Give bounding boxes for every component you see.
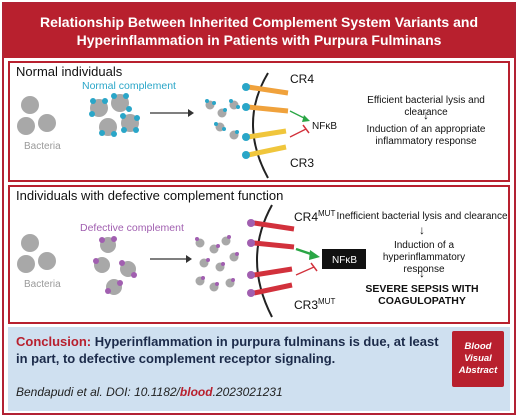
outcome-text-3: SEVERE SEPSIS WITH COAGULOPATHY bbox=[365, 283, 479, 307]
nfkb-box bbox=[322, 249, 366, 269]
cr3-receptor-icon bbox=[242, 144, 287, 159]
cr4-receptor-icon bbox=[242, 83, 289, 96]
cr4-mut-label: CR4MUT bbox=[294, 209, 335, 224]
mutant-cr3-receptor-icon bbox=[247, 282, 293, 297]
cr3-mut-superscript: MUT bbox=[318, 297, 335, 306]
small-bacteria-icon bbox=[195, 235, 239, 292]
outcome-text-2: Induction of an appropriate inflammatory… bbox=[366, 124, 486, 147]
outcome-text-1: Inefficient bacterial lysis and clearanc… bbox=[336, 211, 508, 222]
defective-panel: Individuals with defective complement fu… bbox=[8, 185, 510, 324]
strong-activation-arrow-icon bbox=[295, 247, 320, 260]
conclusion-label: Conclusion: bbox=[16, 334, 92, 349]
cr4-receptor-icon bbox=[242, 103, 289, 114]
mutant-cr4-receptor-icon bbox=[247, 219, 295, 232]
citation: Bendapudi et al. DOI: 10.1182/blood.2023… bbox=[16, 385, 283, 399]
mutant-cr3-receptor-icon bbox=[247, 266, 293, 279]
cr4-label: CR4 bbox=[290, 72, 314, 86]
small-bacteria-icon bbox=[205, 99, 240, 140]
bacteria-label: Bacteria bbox=[24, 279, 61, 290]
down-arrow-icon: ↓ bbox=[419, 223, 425, 237]
badge-line-1: Blood bbox=[464, 341, 492, 352]
inhibition-arrow-icon bbox=[289, 124, 310, 138]
inhibition-arrow-icon bbox=[295, 262, 318, 276]
title-banner: Relationship Between Inherited Complemen… bbox=[4, 4, 514, 58]
defective-panel-illustration: Bacteria Defective complement bbox=[17, 204, 366, 318]
process-arrow-icon bbox=[150, 109, 194, 117]
bacteria-cluster-icon bbox=[17, 234, 56, 273]
conclusion-box: Conclusion: Hyperinflammation in purpura… bbox=[8, 327, 510, 411]
bacteria-cluster-icon bbox=[17, 96, 56, 135]
normal-panel: Normal individuals Bacteria Normal compl… bbox=[8, 61, 510, 182]
opsonized-bacteria-icon bbox=[93, 236, 137, 295]
normal-panel-illustration: Bacteria Normal complement bbox=[17, 72, 337, 179]
cell-membrane-icon bbox=[256, 204, 273, 318]
normal-complement-label: Normal complement bbox=[82, 80, 176, 92]
outcome-text-1: Efficient bacterial lysis and clearance bbox=[367, 95, 485, 118]
cr4-mut-superscript: MUT bbox=[318, 209, 335, 218]
cr3-mut-label: CR3MUT bbox=[294, 297, 335, 312]
normal-panel-heading: Normal individuals bbox=[16, 64, 123, 79]
visual-abstract-badge: Blood Visual Abstract bbox=[452, 331, 504, 387]
mutant-cr4-receptor-icon bbox=[247, 239, 295, 250]
process-arrow-icon bbox=[150, 255, 192, 263]
defective-complement-label: Defective complement bbox=[80, 222, 184, 234]
defective-panel-heading: Individuals with defective complement fu… bbox=[16, 188, 284, 203]
conclusion-body: Hyperinflammation in purpura fulminans i… bbox=[16, 334, 439, 366]
cell-membrane-icon bbox=[252, 72, 269, 179]
nfkb-label: NFκB bbox=[312, 121, 337, 132]
bacteria-label: Bacteria bbox=[24, 141, 61, 152]
page-title: Relationship Between Inherited Complemen… bbox=[40, 14, 478, 48]
down-arrow-icon: ↓ bbox=[419, 266, 425, 280]
cr4-mut-base: CR4 bbox=[294, 210, 318, 224]
cr3-receptor-icon bbox=[242, 128, 287, 141]
activation-arrow-icon bbox=[289, 110, 310, 122]
nfkb-label: NFκB bbox=[332, 255, 357, 266]
outcome-text-2: Induction of a hyperinflammatory respons… bbox=[382, 240, 466, 275]
citation-journal: blood bbox=[179, 385, 213, 399]
citation-prefix: Bendapudi et al. DOI: 10.1182/ bbox=[16, 385, 180, 399]
conclusion-text: Conclusion: Hyperinflammation in purpura… bbox=[16, 333, 446, 367]
down-arrow-icon: ↓ bbox=[423, 108, 429, 122]
cr3-mut-base: CR3 bbox=[294, 298, 318, 312]
opsonized-bacteria-icon bbox=[89, 93, 140, 137]
citation-suffix: .2023021231 bbox=[212, 385, 283, 399]
badge-line-2: Visual bbox=[464, 353, 492, 364]
badge-line-3: Abstract bbox=[458, 365, 498, 376]
cr3-label: CR3 bbox=[290, 156, 314, 170]
